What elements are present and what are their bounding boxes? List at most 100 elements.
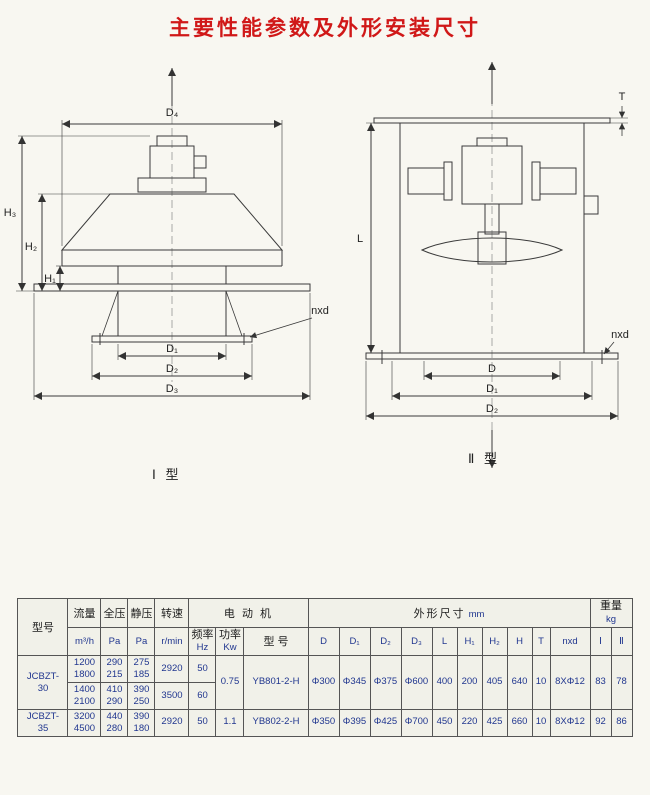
- col-header-h: H: [506, 626, 533, 657]
- dims-group-unit: mm: [468, 608, 485, 620]
- spec-table: 型号 流量 全压 静压 转速 电 动 机 外形尺寸 mm 重量 kg m³/h …: [17, 597, 633, 737]
- dim-nxd-cell: 8XΦ12: [549, 708, 591, 737]
- power-cell: 1.1: [215, 708, 245, 737]
- flow-cell: 1400 2100: [67, 682, 102, 710]
- base-plate: [33, 283, 311, 292]
- col-header-power: 功率 Kw: [215, 626, 245, 657]
- col-header-l: L: [431, 626, 458, 657]
- col-header-model: 型号: [17, 597, 69, 657]
- unit-total-pressure: Pa: [100, 626, 129, 657]
- power-cell: 0.75: [215, 655, 245, 710]
- col-header-h1: H₁: [456, 626, 483, 657]
- static-pressure-cell: 390 180: [127, 708, 156, 737]
- group-header-motor: 电 动 机: [188, 598, 309, 628]
- dim-label-d4: D₄: [166, 107, 179, 119]
- dim-h1-cell: 200: [456, 655, 483, 710]
- dims-group-label: 外形尺寸: [413, 607, 466, 620]
- diagrams-area: D₄ H₃ H₂ H₁ D₁ D₂ D₃ nxd: [0, 42, 650, 594]
- frequency-cell: 60: [188, 682, 217, 710]
- weight-group-unit: kg: [605, 613, 617, 625]
- header-row-1: 型号 流量 全压 静压 转速 电 动 机 外形尺寸 mm 重量 kg: [17, 597, 633, 657]
- weight-1-cell: 92: [589, 708, 612, 737]
- dim-nxd-cell: 8XΦ12: [549, 655, 591, 710]
- dim-label-l: L: [357, 233, 363, 245]
- col-header-nxd: nxd: [549, 626, 591, 657]
- dim-d-cell: Φ350: [307, 708, 340, 737]
- group-header-dimensions: 外形尺寸 mm: [307, 598, 591, 628]
- col-header-t: T: [531, 626, 551, 657]
- dim-label-h1: H₁: [44, 273, 56, 285]
- dim-h-cell: 640: [506, 655, 533, 710]
- speed-cell: 2920: [154, 655, 190, 683]
- unit-speed: r/min: [154, 626, 190, 657]
- unit-static-pressure: Pa: [127, 626, 156, 657]
- frequency-cell: 50: [188, 708, 217, 737]
- dim-d1-cell: Φ345: [338, 655, 371, 710]
- duct-and-flange: [91, 290, 253, 345]
- impeller: [420, 231, 564, 265]
- nxd-leader: [249, 317, 313, 339]
- total-pressure-cell: 440 280: [100, 708, 129, 737]
- dim-label-d1: D₁: [486, 383, 498, 395]
- static-pressure-cell: 390 250: [127, 682, 156, 710]
- speed-cell: 2920: [154, 708, 190, 737]
- motor-model-cell: YB801-2-H: [243, 655, 309, 710]
- dim-d3-cell: Φ600: [400, 655, 433, 710]
- header-row-2: m³/h Pa Pa r/min 频率 Hz 功率 Kw 型 号 D D₁ D₂…: [18, 626, 633, 657]
- dim-d2-cell: Φ375: [369, 655, 402, 710]
- dim-label-t: T: [619, 91, 626, 103]
- motor-model-cell: YB802-2-H: [243, 708, 309, 737]
- col-header-d2: D₂: [369, 626, 402, 657]
- col-header-speed: 转速: [154, 598, 190, 628]
- motor: [407, 137, 577, 235]
- frequency-cell: 50: [188, 655, 217, 683]
- col-header-flow: 流量: [67, 598, 102, 628]
- model-cell: JCBZT- 35: [17, 708, 69, 737]
- dim-h1-cell: 220: [456, 708, 483, 737]
- table-row: 1400 2100 410 290 390 250 3500 60: [18, 682, 632, 710]
- dim-label-d2: D₂: [486, 403, 498, 415]
- col-header-motor-model: 型 号: [243, 626, 309, 657]
- weight-2-cell: 78: [610, 655, 633, 710]
- dim-t-cell: 10: [531, 708, 551, 737]
- col-header-frequency: 频率 Hz: [188, 626, 217, 657]
- dim-t-cell: 10: [531, 655, 551, 710]
- bottom-flange: [365, 350, 619, 364]
- col-header-d3: D₃: [400, 626, 433, 657]
- col-header-d1: D₁: [338, 626, 371, 657]
- unit-flow: m³/h: [67, 626, 102, 657]
- weight-group-label: 重量: [600, 600, 623, 612]
- col-header-total-pressure: 全压: [100, 598, 129, 628]
- nxd-label-2: nxd: [611, 329, 629, 341]
- dim-d3-cell: Φ700: [400, 708, 433, 737]
- flow-cell: 1200 1800: [67, 655, 102, 683]
- junction-box: [583, 195, 599, 215]
- dim-h2-cell: 425: [481, 708, 508, 737]
- speed-cell: 3500: [154, 682, 190, 710]
- dim-label-d: D: [488, 363, 496, 375]
- table-row: JCBZT- 30 1200 1800 290 215 275 185 2920…: [17, 655, 633, 710]
- col-header-static-pressure: 静压: [127, 598, 156, 628]
- weight-1-cell: 83: [589, 655, 612, 710]
- static-pressure-cell: 275 185: [127, 655, 156, 683]
- dim-d2-cell: Φ425: [369, 708, 402, 737]
- dim-label-h2: H₂: [25, 241, 37, 253]
- dim-label-h3: H₃: [4, 207, 16, 219]
- total-pressure-cell: 410 290: [100, 682, 129, 710]
- dim-l-cell: 400: [431, 655, 458, 710]
- col-header-h2: H₂: [481, 626, 508, 657]
- caption-type2: Ⅱ 型: [468, 451, 501, 466]
- dim-label-d3: D₃: [166, 383, 178, 395]
- nxd-label-1: nxd: [311, 305, 329, 317]
- total-pressure-cell: 290 215: [100, 655, 129, 683]
- fan-cowl: [60, 193, 284, 284]
- group-header-weight: 重量 kg: [589, 598, 633, 628]
- dim-d1-cell: Φ395: [338, 708, 371, 737]
- col-header-weight-2: Ⅱ: [610, 626, 633, 657]
- dim-h-cell: 660: [506, 708, 533, 737]
- col-header-d: D: [307, 626, 340, 657]
- diagram-type1: D₄ H₃ H₂ H₁ D₁ D₂ D₃ nxd: [4, 68, 329, 400]
- dim-d-cell: Φ300: [307, 655, 340, 710]
- nxd-leader: [603, 341, 615, 355]
- dim-label-d2: D₂: [166, 363, 178, 375]
